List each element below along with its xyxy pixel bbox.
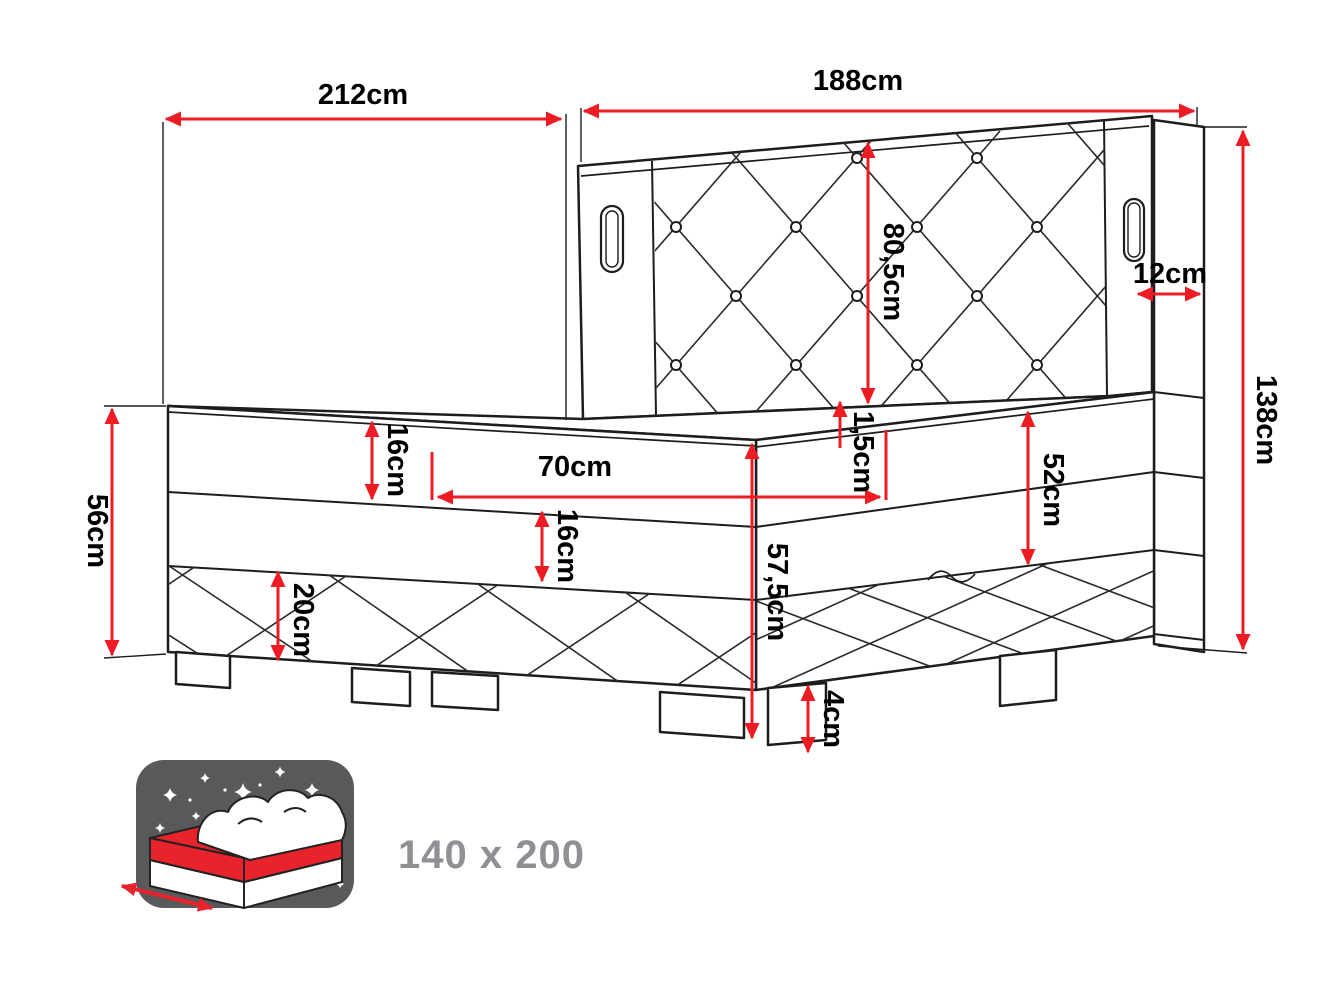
dimension-label: 16cm xyxy=(551,509,583,583)
dimension-mattress-thickness: 16cm xyxy=(364,420,413,501)
led-handle-right-icon xyxy=(1122,197,1146,263)
dimension-panel-height: 138cm xyxy=(1235,129,1282,651)
dimension-total-width: 212cm xyxy=(164,79,563,127)
bed-drawing xyxy=(166,114,1206,747)
dimension-label: 52cm xyxy=(1037,453,1069,527)
tufting-pattern xyxy=(654,119,1105,417)
tufting-buttons xyxy=(670,152,1043,371)
dimension-label: 12cm xyxy=(1133,258,1207,290)
skirt-pattern-right xyxy=(756,550,1154,690)
dimension-seat-width: 70cm xyxy=(430,430,888,505)
dimension-panel-depth: 12cm xyxy=(1133,258,1207,302)
dimension-floor-to-surface: 57,5cm xyxy=(744,442,793,740)
dimension-headboard-width: 188cm xyxy=(582,65,1196,119)
dimension-label: 212cm xyxy=(318,79,408,111)
led-handle-left-icon xyxy=(599,204,625,274)
dimension-topper-thickness: 1,5cm xyxy=(832,400,879,493)
dimension-skirt-height: 20cm xyxy=(270,570,319,662)
dimension-label: 70cm xyxy=(538,451,612,483)
bed-right-side xyxy=(754,390,1156,692)
dimension-box-thickness: 16cm xyxy=(534,509,583,583)
dimension-label: 80,5cm xyxy=(877,223,909,321)
dimension-label: 4cm xyxy=(817,690,849,748)
extension-lines xyxy=(103,107,1248,659)
dimension-label: 138cm xyxy=(1250,375,1282,465)
dimension-label: 1,5cm xyxy=(847,411,879,493)
dimension-label: 16cm xyxy=(381,423,413,497)
dimension-base-height: 56cm xyxy=(81,407,120,657)
bed-icon xyxy=(149,789,347,909)
side-panel xyxy=(1152,118,1206,654)
size-thumbnail: 140 x 200 xyxy=(120,760,585,912)
dimension-side-height: 52cm xyxy=(1020,410,1069,566)
dimension-label: 56cm xyxy=(81,494,113,568)
width-arrow-icon xyxy=(120,882,214,912)
size-label: 140 x 200 xyxy=(398,833,585,877)
dimension-label: 188cm xyxy=(813,65,903,97)
dimension-headboard-height: 80,5cm xyxy=(860,141,909,405)
dimension-label: 57,5cm xyxy=(761,543,793,641)
dimension-label: 20cm xyxy=(287,583,319,657)
fabric-fold-mark xyxy=(927,570,976,583)
dimension-leg-height: 4cm xyxy=(800,684,849,754)
